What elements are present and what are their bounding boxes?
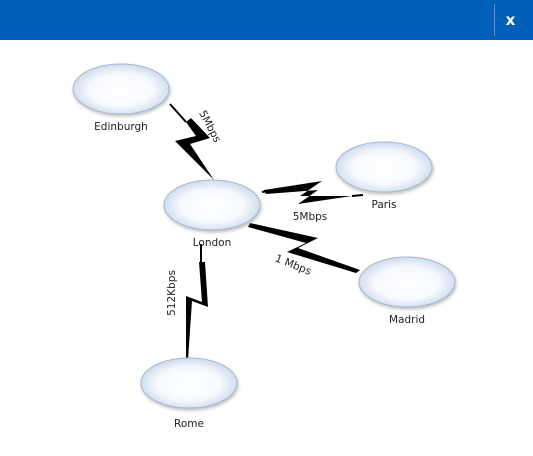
label-link-london-paris: 5Mbps [293, 211, 328, 223]
node-rome[interactable] [140, 357, 238, 409]
label-paris: Paris [372, 199, 397, 211]
link-edinburgh-london [169, 103, 214, 180]
title-bar: x [0, 0, 533, 40]
close-button[interactable]: x [494, 4, 526, 36]
node-paris[interactable] [335, 141, 433, 193]
link-london-rome [186, 244, 208, 360]
label-london: London [193, 237, 232, 249]
node-london[interactable] [163, 179, 261, 231]
link-london-madrid [248, 223, 360, 273]
label-edinburgh: Edinburgh [94, 121, 148, 133]
node-edinburgh[interactable] [72, 63, 170, 115]
label-link-london-rome: 512Kbps [166, 270, 178, 316]
label-madrid: Madrid [389, 314, 425, 326]
close-icon: x [505, 11, 516, 29]
link-london-paris [261, 181, 364, 204]
label-rome: Rome [174, 418, 204, 430]
node-madrid[interactable] [358, 256, 456, 308]
